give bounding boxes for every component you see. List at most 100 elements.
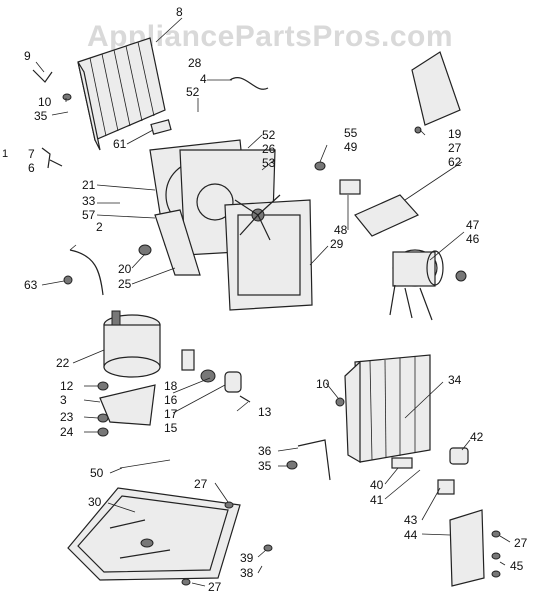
- callout-57: 57: [82, 208, 96, 222]
- callout-45: 45: [510, 559, 524, 573]
- compressor: [103, 310, 161, 378]
- corner-mark: 1: [2, 148, 9, 160]
- callout-25: 25: [118, 277, 132, 291]
- screw-10: [62, 93, 72, 101]
- condenser-coil: [77, 37, 166, 151]
- callout-61: 61: [113, 137, 127, 151]
- callout-33: 33: [82, 194, 96, 208]
- tube-36: [297, 439, 331, 481]
- overload-16: [200, 369, 216, 383]
- callout-27-panel: 27: [514, 536, 528, 550]
- screw-10b: [335, 397, 345, 407]
- callout-49: 49: [344, 140, 358, 154]
- callout-42: 42: [470, 430, 484, 444]
- callout-63: 63: [24, 278, 38, 292]
- callout-39: 39: [240, 551, 254, 565]
- callout-38: 38: [240, 566, 254, 580]
- screw-39: [263, 544, 273, 552]
- callout-36: 36: [258, 444, 272, 458]
- grommet-35b: [286, 460, 298, 470]
- capacitor-48: [339, 179, 361, 195]
- callout-62: 62: [448, 155, 462, 169]
- callout-12: 12: [60, 379, 74, 393]
- leader-lines: [35, 17, 511, 587]
- screw-27c: [491, 530, 501, 538]
- callout-52-mid: 52: [262, 128, 276, 142]
- callout-16: 16: [164, 393, 178, 407]
- callout-22: 22: [56, 356, 70, 370]
- callout-2: 2: [96, 220, 103, 234]
- callout-10-left: 10: [38, 95, 52, 109]
- fan-blade-assembly: [224, 194, 313, 311]
- part-43: [437, 479, 455, 495]
- screw-27b: [224, 501, 234, 509]
- callout-13: 13: [258, 405, 272, 419]
- nut-46: [455, 270, 467, 282]
- bracket-parts-6-7: [41, 147, 63, 169]
- callout-46: 46: [466, 232, 480, 246]
- callout-35-left: 35: [34, 109, 48, 123]
- callout-55: 55: [344, 126, 358, 140]
- screw-27a: [414, 126, 422, 134]
- screw-45a: [491, 552, 501, 560]
- callout-34: 34: [448, 373, 462, 387]
- callout-27-top: 27: [448, 141, 462, 155]
- clip-part-9: [32, 69, 53, 83]
- panel-62: [354, 194, 419, 237]
- base-pan-30: [67, 487, 241, 581]
- callout-40: 40: [370, 478, 384, 492]
- callout-15: 15: [164, 421, 178, 435]
- grommet-23: [97, 413, 109, 423]
- callout-20: 20: [118, 262, 132, 276]
- pad-61: [150, 119, 172, 135]
- callout-10-right: 10: [316, 377, 330, 391]
- callout-27-bottom: 27: [208, 580, 222, 594]
- bracket-19: [411, 51, 461, 126]
- bracket-40: [391, 457, 413, 469]
- callout-19: 19: [448, 127, 462, 141]
- grommet-12: [97, 381, 109, 391]
- callout-23: 23: [60, 410, 74, 424]
- callout-6: 6: [28, 161, 35, 175]
- relay-18: [181, 349, 195, 371]
- callout-18: 18: [164, 379, 178, 393]
- callout-4: 4: [200, 72, 207, 86]
- callout-24: 24: [60, 425, 74, 439]
- callout-53: 53: [262, 156, 276, 170]
- callout-21: 21: [82, 178, 96, 192]
- control-panel-44: [449, 509, 485, 587]
- callout-47: 47: [466, 218, 480, 232]
- clip-13: [239, 395, 251, 403]
- callout-48: 48: [334, 223, 348, 237]
- callout-41: 41: [370, 493, 384, 507]
- callout-26: 26: [262, 142, 276, 156]
- mount-plate-3: [99, 384, 156, 426]
- washer-24: [97, 427, 109, 437]
- wire-2: [69, 249, 104, 296]
- fan-shroud: [149, 139, 276, 276]
- screw-63: [63, 275, 73, 285]
- callout-8: 8: [176, 5, 183, 19]
- switch-42: [449, 447, 469, 465]
- callout-9: 9: [24, 49, 31, 63]
- wire-4: [229, 77, 269, 90]
- screw-45b: [491, 570, 501, 578]
- callout-43: 43: [404, 513, 418, 527]
- fan-motor: [389, 249, 444, 321]
- callout-3: 3: [60, 393, 67, 407]
- callout-7: 7: [28, 147, 35, 161]
- screw-27d: [181, 578, 191, 586]
- rod-50: [119, 459, 171, 469]
- callout-29: 29: [330, 237, 344, 251]
- callout-30: 30: [88, 495, 102, 509]
- callout-44: 44: [404, 528, 418, 542]
- callout-28: 28: [188, 56, 202, 70]
- callout-17: 17: [164, 407, 178, 421]
- screw-55: [314, 161, 326, 171]
- callout-50: 50: [90, 466, 104, 480]
- callout-27-base: 27: [194, 477, 208, 491]
- cover-17: [224, 371, 242, 393]
- evaporator-coil: [344, 354, 431, 464]
